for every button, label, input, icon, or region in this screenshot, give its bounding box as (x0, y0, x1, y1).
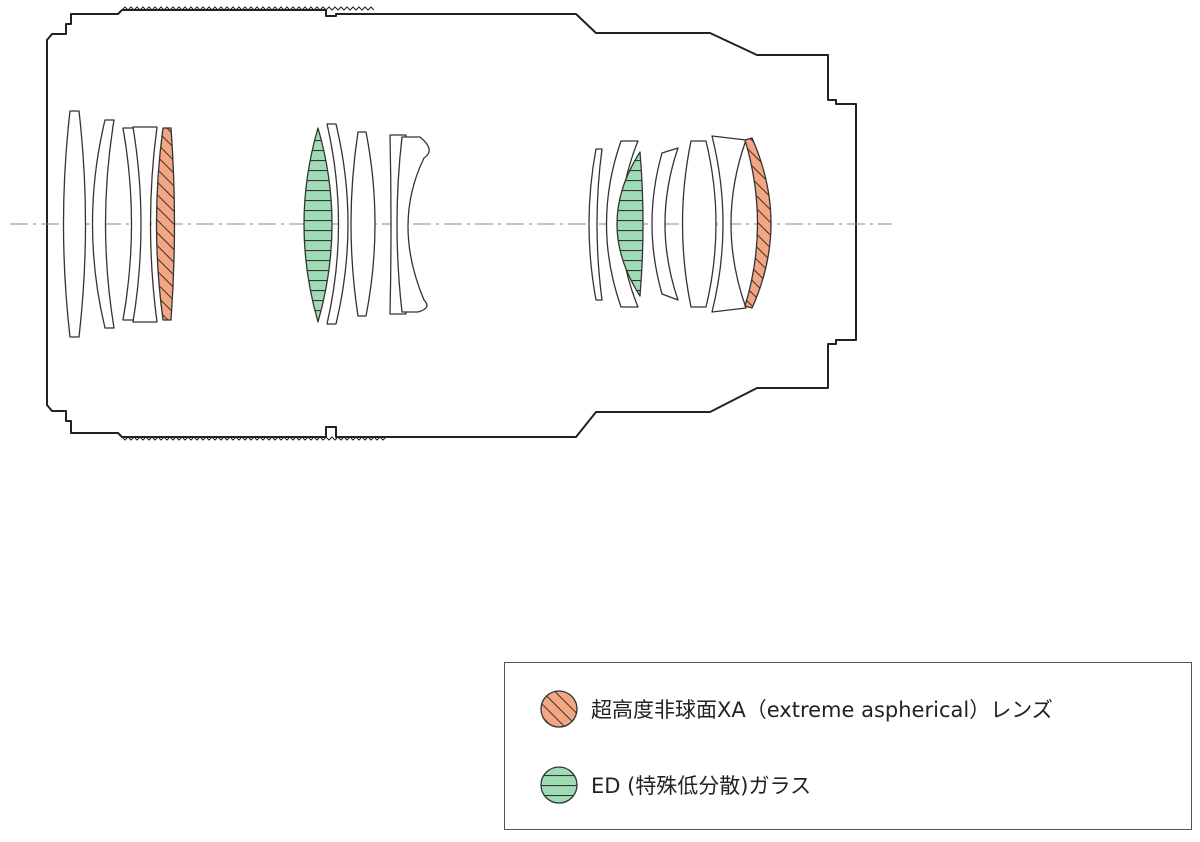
lens-element-ed-1 (303, 127, 333, 323)
focus-ring-serration-bottom (121, 436, 387, 441)
lens-element-11 (651, 147, 679, 301)
rear-lens-group (588, 135, 772, 313)
legend-item-xa: 超高度非球面XA（extreme aspherical）レンズ (539, 689, 1053, 729)
lens-element-13 (711, 135, 747, 313)
hatched-circle-icon (540, 690, 578, 728)
lens-element-6 (350, 131, 376, 317)
lens-element-xa-1 (155, 127, 176, 321)
legend: 超高度非球面XA（extreme aspherical）レンズ ED (特殊低分… (504, 662, 1192, 830)
front-lens-group (62, 110, 176, 338)
lens-element-9 (588, 148, 603, 301)
lens-element-1 (62, 110, 87, 338)
lens-barrel-outline (46, 9, 857, 438)
lens-element-2 (91, 119, 115, 329)
striped-circle-icon (540, 766, 578, 804)
lens-element-ed-2 (616, 151, 644, 297)
lens-element-5 (326, 123, 349, 325)
lens-element-12 (681, 140, 717, 308)
legend-label-ed: ED (特殊低分散)ガラス (591, 774, 812, 798)
lens-element-8 (396, 136, 430, 313)
legend-item-ed: ED (特殊低分散)ガラス (539, 765, 811, 805)
lens-element-xa-2 (744, 137, 772, 309)
middle-lens-group (303, 123, 430, 325)
focus-ring-serration-top (121, 6, 375, 11)
lens-element-4 (132, 126, 158, 323)
legend-label-xa: 超高度非球面XA（extreme aspherical）レンズ (591, 698, 1053, 722)
